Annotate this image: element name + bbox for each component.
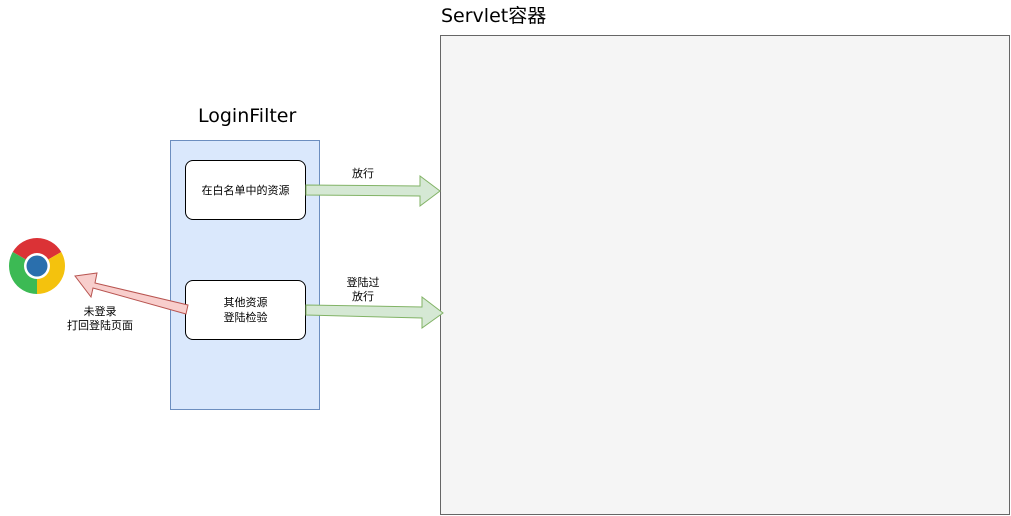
login-check-node[interactable]: 其他资源 登陆检验 — [185, 280, 306, 340]
logged-in-pass-label: 登陆过 放行 — [340, 276, 386, 304]
logged-in-pass-label-line2: 放行 — [352, 290, 374, 303]
not-logged-in-label-line1: 未登录 — [83, 305, 117, 318]
login-filter-title: LoginFilter — [198, 105, 297, 127]
not-logged-in-label: 未登录 打回登陆页面 — [55, 305, 145, 333]
login-check-label-line1: 其他资源 — [223, 296, 268, 309]
servlet-container-title: Servlet容器 — [441, 5, 547, 27]
chrome-browser-icon[interactable] — [0, 229, 74, 303]
servlet-container[interactable] — [440, 35, 1010, 515]
whitelist-pass-label-text: 放行 — [352, 167, 374, 180]
logged-in-pass-arrow[interactable] — [305, 295, 444, 329]
not-logged-in-label-line2: 打回登陆页面 — [67, 319, 133, 332]
logged-in-pass-label-line1: 登陆过 — [346, 276, 380, 289]
login-check-label-line2: 登陆检验 — [223, 311, 268, 324]
whitelist-pass-arrow[interactable] — [305, 175, 441, 207]
whitelist-resource-label: 在白名单中的资源 — [201, 183, 290, 197]
not-logged-in-reject-arrow[interactable] — [74, 272, 189, 315]
whitelist-pass-label: 放行 — [340, 167, 386, 181]
whitelist-resource-node[interactable]: 在白名单中的资源 — [185, 160, 306, 220]
